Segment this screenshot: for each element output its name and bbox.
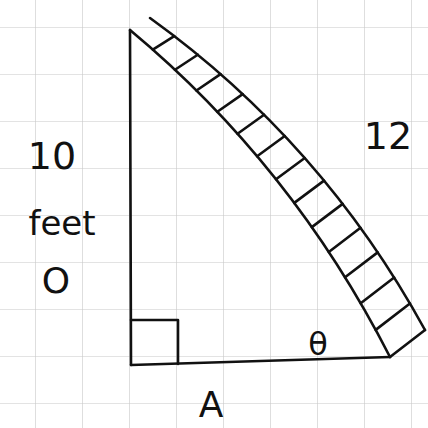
- ladder-rung: [238, 115, 265, 134]
- ladder-foot: [390, 330, 425, 357]
- vertical-leg: [130, 30, 131, 365]
- ladder-rail: [130, 30, 390, 357]
- ladder-rung: [361, 278, 394, 304]
- ladder-rung: [329, 228, 361, 252]
- ladder-rung: [345, 252, 378, 277]
- ladder-rungs: [153, 36, 410, 330]
- side-label: O: [42, 263, 70, 299]
- dimension-number: 10: [28, 137, 76, 175]
- ladder-rung: [312, 204, 343, 227]
- side-label: A: [199, 387, 224, 423]
- horizontal-leg: [131, 357, 390, 365]
- dimension-number: 12: [364, 117, 412, 155]
- angle-label: θ: [308, 328, 328, 360]
- ladder-rung: [196, 74, 220, 90]
- ladder-rung: [217, 94, 242, 112]
- ladder-rung: [276, 158, 305, 179]
- right-angle-mark: [131, 320, 178, 364]
- ladder-rung: [153, 36, 174, 50]
- ladder-rung: [257, 136, 285, 156]
- ladder-rung: [376, 303, 410, 329]
- unit-label: feet: [28, 206, 95, 240]
- ladder-rail: [150, 18, 425, 330]
- ladder-rung: [175, 55, 198, 70]
- ladder-rung: [294, 181, 324, 203]
